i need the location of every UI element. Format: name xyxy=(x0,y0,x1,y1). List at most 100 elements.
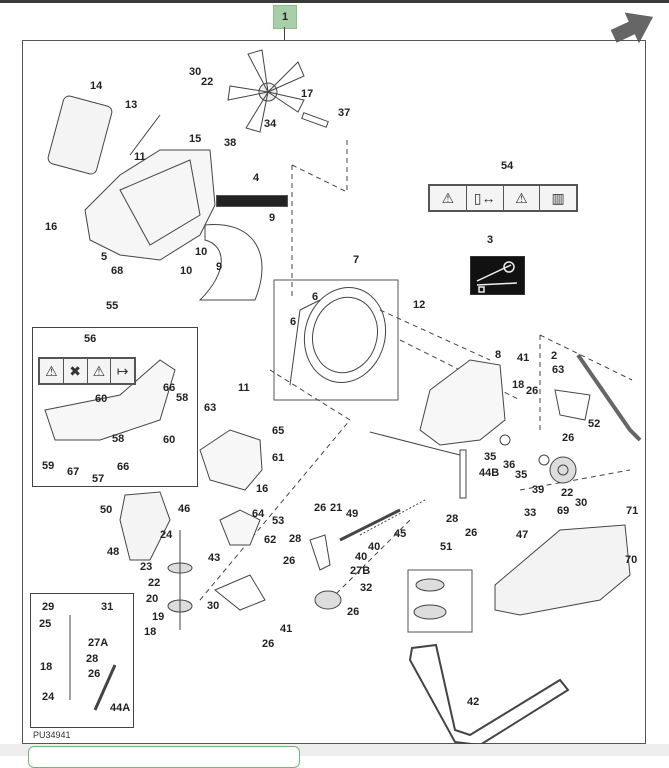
part-label[interactable]: 67 xyxy=(67,466,80,478)
part-label[interactable]: 48 xyxy=(107,546,120,558)
part-label[interactable]: 16 xyxy=(256,483,269,495)
part-label[interactable]: 63 xyxy=(552,364,565,376)
part-label[interactable]: 58 xyxy=(176,392,189,404)
part-label[interactable]: 16 xyxy=(45,221,58,233)
part-label[interactable]: 41 xyxy=(280,623,293,635)
part-label[interactable]: 60 xyxy=(95,393,108,405)
part-label[interactable]: 32 xyxy=(360,582,373,594)
part-label[interactable]: 27A xyxy=(88,637,109,649)
part-label[interactable]: 2 xyxy=(551,350,558,362)
part-label[interactable]: 26 xyxy=(283,555,296,567)
part-label[interactable]: 6 xyxy=(290,316,297,328)
part-label[interactable]: 64 xyxy=(252,508,265,520)
part-label[interactable]: 71 xyxy=(626,505,639,517)
part-label[interactable]: 11 xyxy=(134,151,146,163)
part-label[interactable]: 23 xyxy=(140,561,153,573)
part-label[interactable]: 29 xyxy=(42,601,55,613)
part-label[interactable]: 31 xyxy=(101,601,114,613)
part-label[interactable]: 26 xyxy=(347,606,360,618)
part-label[interactable]: 66 xyxy=(163,382,176,394)
part-label[interactable]: 43 xyxy=(208,552,221,564)
part-label[interactable]: 22 xyxy=(148,577,161,589)
part-label[interactable]: 61 xyxy=(272,452,285,464)
part-label[interactable]: 22 xyxy=(201,76,214,88)
part-label[interactable]: 53 xyxy=(272,515,285,527)
part-label[interactable]: 20 xyxy=(146,593,159,605)
part-label[interactable]: 50 xyxy=(100,504,113,516)
part-label[interactable]: 4 xyxy=(253,172,260,184)
part-label[interactable]: 28 xyxy=(289,533,302,545)
part-label[interactable]: 6 xyxy=(312,291,319,303)
part-label[interactable]: 46 xyxy=(178,503,191,515)
part-label[interactable]: 5 xyxy=(101,251,108,263)
part-label[interactable]: 62 xyxy=(264,534,277,546)
part-label[interactable]: 58 xyxy=(112,433,125,445)
footer-card[interactable] xyxy=(28,746,300,768)
part-label[interactable]: 34 xyxy=(264,118,277,130)
part-label[interactable]: 14 xyxy=(90,80,103,92)
part-label[interactable]: 52 xyxy=(588,418,601,430)
part-label[interactable]: 68 xyxy=(111,265,124,277)
part-label[interactable]: 39 xyxy=(532,484,545,496)
part-label[interactable]: 42 xyxy=(467,696,480,708)
part-label[interactable]: 40 xyxy=(368,541,381,553)
part-label[interactable]: 12 xyxy=(413,299,426,311)
part-label[interactable]: 19 xyxy=(152,611,165,623)
part-label[interactable]: 25 xyxy=(39,618,52,630)
assembly-callout[interactable]: 1 xyxy=(273,5,297,29)
part-label[interactable]: 57 xyxy=(92,473,105,485)
part-label[interactable]: 26 xyxy=(314,502,327,514)
part-label[interactable]: 70 xyxy=(625,554,638,566)
decal-label-56[interactable]: 56 xyxy=(84,333,97,345)
part-label[interactable]: 27B xyxy=(350,565,371,577)
part-label[interactable]: 51 xyxy=(440,541,453,553)
part-label[interactable]: 30 xyxy=(575,497,588,509)
part-label[interactable]: 3 xyxy=(487,234,494,246)
part-label[interactable]: 11 xyxy=(238,382,250,394)
part-label[interactable]: 26 xyxy=(88,668,101,680)
part-label[interactable]: 63 xyxy=(204,402,217,414)
part-label[interactable]: 10 xyxy=(180,265,193,277)
part-label[interactable]: 18 xyxy=(40,661,53,673)
part-label[interactable]: 17 xyxy=(301,88,314,100)
part-label[interactable]: 47 xyxy=(516,529,529,541)
part-label[interactable]: 36 xyxy=(503,459,516,471)
part-label[interactable]: 66 xyxy=(117,461,130,473)
part-label[interactable]: 26 xyxy=(465,527,478,539)
part-label[interactable]: 15 xyxy=(189,133,202,145)
part-label[interactable]: 9 xyxy=(216,261,223,273)
part-label[interactable]: 18 xyxy=(512,379,525,391)
part-label[interactable]: 28 xyxy=(86,653,99,665)
part-label[interactable]: 41 xyxy=(517,352,530,364)
part-label[interactable]: 37 xyxy=(338,107,351,119)
part-label[interactable]: 7 xyxy=(353,254,360,266)
part-label[interactable]: 21 xyxy=(330,502,343,514)
part-label[interactable]: 35 xyxy=(515,469,528,481)
part-label[interactable]: 60 xyxy=(163,434,176,446)
part-label[interactable]: 30 xyxy=(189,66,202,78)
part-label[interactable]: 9 xyxy=(269,212,276,224)
part-label[interactable]: 10 xyxy=(195,246,208,258)
part-label[interactable]: 45 xyxy=(394,528,407,540)
part-label[interactable]: 44B xyxy=(479,467,500,479)
part-label[interactable]: 18 xyxy=(144,626,157,638)
part-label[interactable]: 54 xyxy=(501,160,514,172)
part-label[interactable]: 8 xyxy=(495,349,502,361)
inset-title-55[interactable]: 55 xyxy=(106,300,119,312)
part-label[interactable]: 26 xyxy=(562,432,575,444)
part-label[interactable]: 24 xyxy=(160,529,173,541)
part-label[interactable]: 26 xyxy=(262,638,275,650)
part-label[interactable]: 28 xyxy=(446,513,459,525)
part-label[interactable]: 33 xyxy=(524,507,537,519)
part-label[interactable]: 35 xyxy=(484,451,497,463)
part-label[interactable]: 30 xyxy=(207,600,220,612)
part-label[interactable]: 26 xyxy=(526,385,539,397)
part-label[interactable]: 22 xyxy=(561,487,574,499)
part-label[interactable]: 44A xyxy=(110,702,131,714)
part-label[interactable]: 69 xyxy=(557,505,570,517)
part-label[interactable]: 38 xyxy=(224,137,237,149)
part-label[interactable]: 59 xyxy=(42,460,55,472)
part-label[interactable]: 49 xyxy=(346,508,359,520)
next-arrow-icon[interactable] xyxy=(610,12,658,46)
part-label[interactable]: 13 xyxy=(125,99,138,111)
